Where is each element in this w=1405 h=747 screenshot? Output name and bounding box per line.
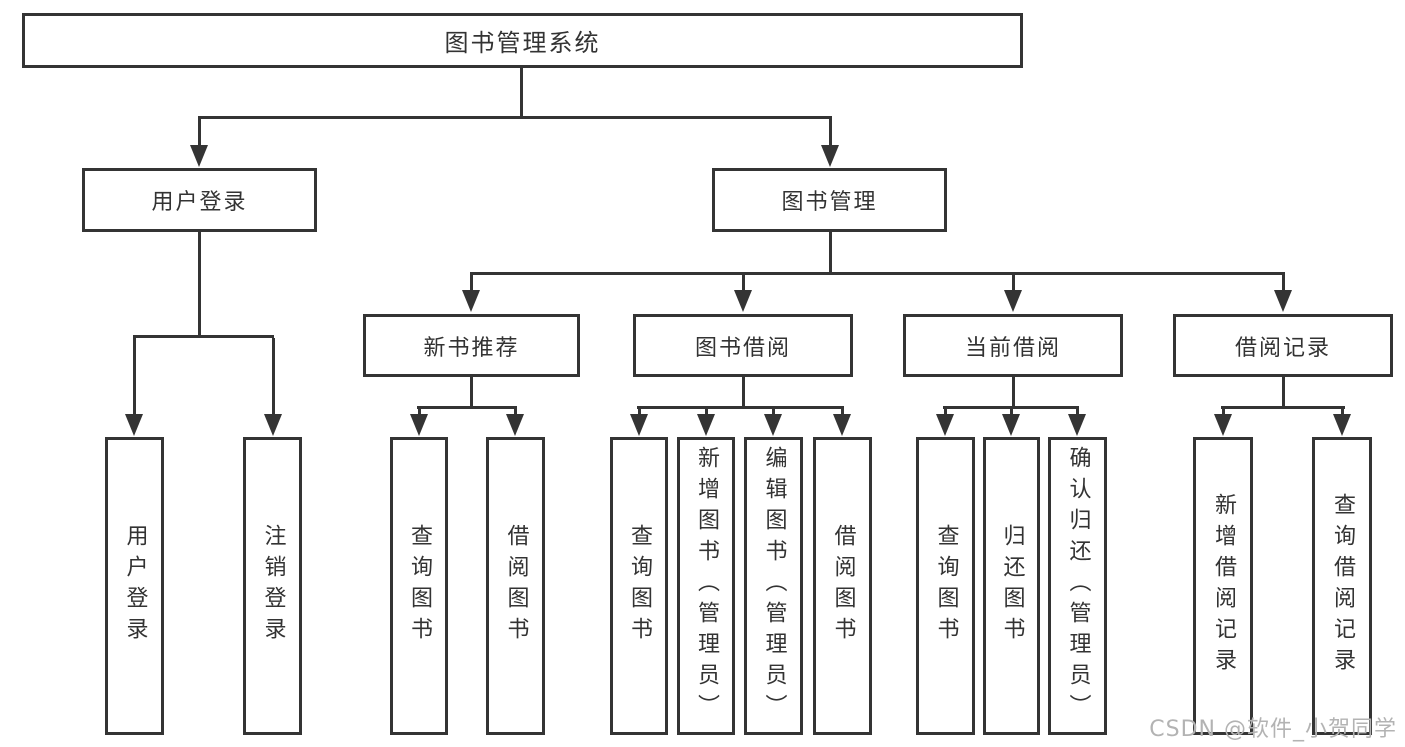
connector-line [469,275,473,292]
node-label: 新书推荐 [423,335,520,361]
arrow-down-icon [821,145,839,167]
connector-line [513,409,517,416]
connector-line [1075,409,1079,416]
arrow-down-icon [936,414,954,436]
node-label: 图书管理系统 [444,29,601,57]
arrow-down-icon [1068,414,1086,436]
node-leaf-bb-edit: 编辑图书（管理员） [744,437,803,735]
connector-line [637,409,641,416]
arrow-down-icon [190,145,208,167]
connector-line [943,406,1079,409]
node-user-login: 用户登录 [82,168,317,232]
node-leaf-br-query: 查询借阅记录 [1312,437,1372,735]
connector-line [197,232,201,338]
node-leaf-login: 用户登录 [105,437,164,735]
connector-line [1340,409,1344,416]
connector-line [741,377,745,409]
connector-line [1221,409,1225,416]
node-label: 新增图书（管理员） [694,446,719,725]
arrow-down-icon [1333,414,1351,436]
connector-line [771,409,775,416]
node-label: 借阅图书 [503,524,529,648]
node-leaf-bb-add: 新增图书（管理员） [677,437,735,735]
arrow-down-icon [125,414,143,436]
arrow-down-icon [264,414,282,436]
connector-line [1281,377,1285,409]
connector-line [1009,409,1013,416]
node-book-borrow: 图书借阅 [633,314,853,377]
connector-line [198,116,832,119]
connector-line [417,406,517,409]
node-label: 查询图书 [407,524,432,648]
arrow-down-icon [506,414,524,436]
connector-line [741,275,745,292]
arrow-down-icon [833,414,851,436]
node-label: 用户登录 [122,524,148,648]
node-leaf-cb-confirm: 确认归还（管理员） [1048,437,1107,735]
node-leaf-br-add: 新增借阅记录 [1193,437,1253,735]
node-leaf-rec-query: 查询图书 [390,437,448,735]
connector-line [1221,406,1345,409]
node-book-mgmt: 图书管理 [712,168,947,232]
connector-line [417,409,421,416]
node-new-book-rec: 新书推荐 [363,314,580,377]
arrow-down-icon [1214,414,1232,436]
arrow-down-icon [697,414,715,436]
node-label: 查询借阅记录 [1330,493,1355,679]
connector-line [132,338,136,416]
node-label: 确认归还（管理员） [1065,446,1091,725]
node-label: 借阅图书 [830,524,856,648]
node-label: 新增借阅记录 [1211,493,1236,679]
connector-line [197,119,201,147]
node-label: 图书管理 [781,190,878,215]
node-leaf-cb-return: 归还图书 [983,437,1040,735]
node-label: 编辑图书（管理员） [761,446,787,725]
connector-line [1011,275,1015,292]
connector-line [828,119,832,147]
connector-line [271,338,275,416]
arrow-down-icon [410,414,428,436]
arrow-down-icon [1004,290,1022,312]
node-label: 查询图书 [627,524,652,648]
node-label: 归还图书 [999,524,1025,648]
connector-line [704,409,708,416]
node-label: 借阅记录 [1234,335,1331,361]
arrow-down-icon [1274,290,1292,312]
node-leaf-logout: 注销登录 [243,437,302,735]
arrow-down-icon [630,414,648,436]
connector-line [943,409,947,416]
node-label: 注销登录 [260,524,286,648]
node-leaf-rec-borrow: 借阅图书 [486,437,545,735]
connector-line [840,409,844,416]
arrow-down-icon [764,414,782,436]
node-root: 图书管理系统 [22,13,1023,68]
connector-line [470,272,1285,275]
connector-line [133,335,274,338]
node-label: 查询图书 [933,524,959,648]
connector-line [828,232,832,275]
node-leaf-bb-query: 查询图书 [610,437,668,735]
node-borrow-records: 借阅记录 [1173,314,1393,377]
csdn-watermark: CSDN @软件_小贺同学 [1149,717,1397,742]
node-leaf-cb-query: 查询图书 [916,437,975,735]
connector-line [519,68,523,119]
node-current-borrow: 当前借阅 [903,314,1123,377]
arrow-down-icon [462,290,480,312]
connector-line [1011,377,1015,409]
connector-line [1281,275,1285,292]
node-label: 图书借阅 [694,335,791,361]
arrow-down-icon [1002,414,1020,436]
connector-line [469,377,473,409]
arrow-down-icon [734,290,752,312]
connector-line [637,406,844,409]
node-label: 用户登录 [151,190,248,215]
node-label: 当前借阅 [964,335,1061,361]
node-leaf-bb-borrow: 借阅图书 [813,437,872,735]
